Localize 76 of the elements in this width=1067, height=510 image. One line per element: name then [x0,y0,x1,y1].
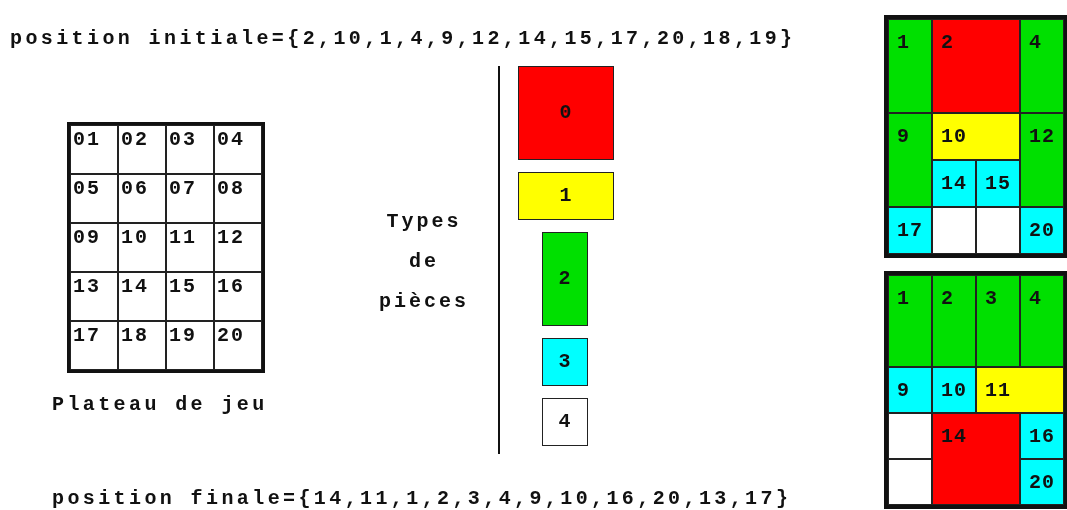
piece-number: 2 [941,288,954,310]
piece-number: 1 [559,185,573,207]
puzzle-piece [542,398,588,446]
puzzle-piece [932,413,1020,505]
grid-cell: 16 [214,272,262,321]
puzzle-piece [932,19,1020,113]
puzzle-piece [1020,19,1064,113]
grid-cell: 17 [70,321,118,370]
piece-number: 10 [941,126,967,148]
puzzle-piece [1020,275,1064,367]
puzzle-board [884,15,1067,258]
puzzle-piece [932,160,976,207]
piece-number: 4 [1029,32,1042,54]
puzzle-piece [932,113,1020,160]
piece-number: 0 [559,102,573,124]
grid-cell: 13 [70,272,118,321]
grid-cell: 18 [118,321,166,370]
puzzle-piece [518,172,614,220]
puzzle-piece [1020,413,1064,459]
puzzle-piece [888,367,932,413]
puzzle-piece [542,338,588,386]
piece-number: 11 [985,380,1011,402]
grid-cell: 05 [70,174,118,223]
caption-text: Plateau de jeu [52,392,268,418]
puzzle-piece [932,367,976,413]
piece-number: 20 [1029,472,1055,494]
grid-cell: 10 [118,223,166,272]
piece-number: 10 [941,380,967,402]
puzzle-piece [976,160,1020,207]
formula-text: position finale={14,11,1,2,3,4,9,10,16,20,13,17} [52,486,792,510]
grid-cell: 07 [166,174,214,223]
grid-cell: 14 [118,272,166,321]
puzzle-piece [1020,113,1064,207]
piece-number: 20 [1029,220,1055,242]
piece-number: 4 [1029,288,1042,310]
grid-cell: 15 [166,272,214,321]
piece-number: 1 [897,32,910,54]
piece-number: 9 [897,126,910,148]
grid-cell: 02 [118,125,166,174]
grid-cell: 09 [70,223,118,272]
grid-cell: 20 [214,321,262,370]
formula-text: position initiale={2,10,1,4,9,12,14,15,17,20,18,19} [10,26,796,52]
puzzle-piece [888,275,932,367]
grid-cell: 01 [70,125,118,174]
piece-number: 16 [1029,426,1055,448]
piece-number: 12 [1029,126,1055,148]
puzzle-board [884,271,1067,509]
piece-number: 2 [558,268,572,290]
piece-number: 15 [985,173,1011,195]
puzzle-piece [1020,207,1064,254]
puzzle-piece [888,113,932,207]
caption-text: Types de pièces [378,209,470,315]
piece-number: 9 [897,380,910,402]
piece-number: 17 [897,220,923,242]
piece-number: 14 [941,426,967,448]
puzzle-piece [542,232,588,326]
puzzle-piece [976,275,1020,367]
puzzle-piece [888,207,932,254]
puzzle-piece [888,19,932,113]
piece-number: 14 [941,173,967,195]
grid-cell: 12 [214,223,262,272]
puzzle-piece [932,275,976,367]
grid-cell: 06 [118,174,166,223]
grid-cell: 03 [166,125,214,174]
piece-number: 2 [941,32,954,54]
piece-number: 1 [897,288,910,310]
piece-number: 4 [558,411,572,433]
puzzle-piece [1020,459,1064,505]
grid-cell: 08 [214,174,262,223]
grid-cell: 04 [214,125,262,174]
puzzle-piece [518,66,614,160]
piece-number: 3 [558,351,572,373]
piece-number: 3 [985,288,998,310]
puzzle-piece [976,367,1064,413]
grid-cell: 11 [166,223,214,272]
grid-cell: 19 [166,321,214,370]
